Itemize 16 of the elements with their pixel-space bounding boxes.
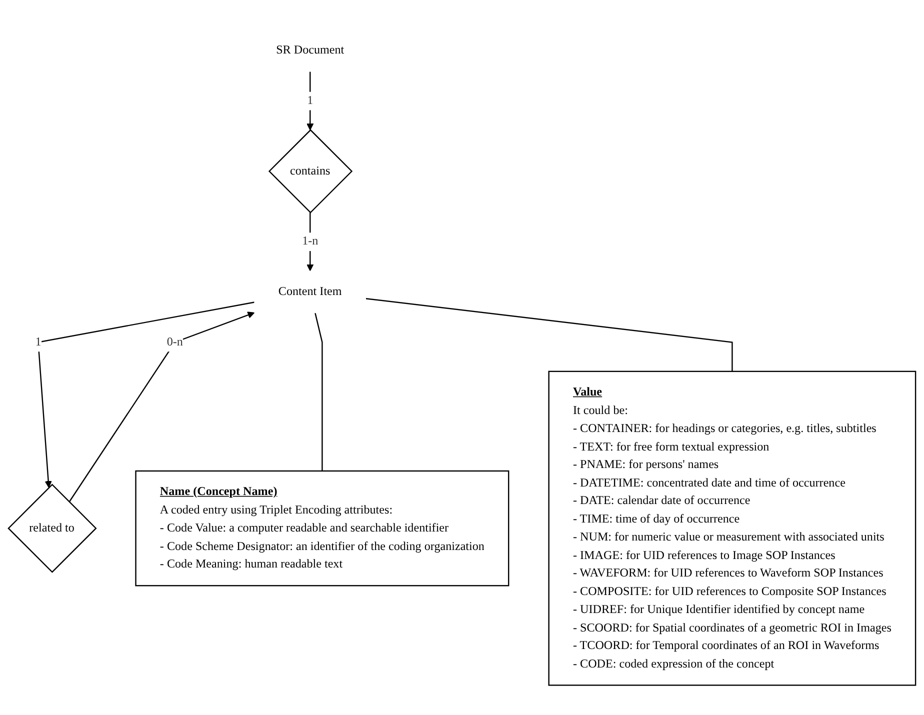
node-box: Value It could be: - CONTAINER: for headings or categories, e.g. titles, subtitles - TEXT: for free form textual expression - PNAME: for persons' names - DATETIME: concentrated date and time of occurrence - DATE: calendar date of occurrence - TIME: time of day of occurrence - NUM: for numeric value or measurement with associated units - IMAGE: for UID references to Image SOP Instances - WAVEFORM: for UID references to Waveform SOP Instances - COMPOSITE: for UID references to Composite SOP Instances - UIDREF: for Unique Identifier identified by concept name - SCOORD: for Spatial coordinates of a geometric ROI in Images - TCOORD: for Temporal coordinates of an ROI in Waveforms - CODE: coded expression of the concept (548, 370, 916, 686)
connector (314, 313, 323, 472)
arrow (38, 302, 254, 488)
arrow (306, 72, 314, 130)
node-text: SR Document (276, 44, 344, 57)
edge-label: 0-n (166, 336, 183, 349)
node-text: Content Item (278, 285, 342, 298)
node-box: Name (Concept Name) A coded entry using Triplet Encoding attributes: - Code Value: a computer readable and searchable identifier - Code Scheme Designator: an identifier of the coding organization - Code Meaning: human readable text (135, 470, 510, 586)
node-diamond: related to (8, 484, 97, 574)
arrow (306, 212, 314, 272)
edge-label: 1 (307, 94, 314, 108)
arrow (68, 312, 255, 502)
edge-label: 1-n (302, 235, 318, 248)
edge-label: 1 (35, 336, 42, 349)
connector (366, 298, 733, 372)
node-diamond: contains (268, 129, 353, 214)
